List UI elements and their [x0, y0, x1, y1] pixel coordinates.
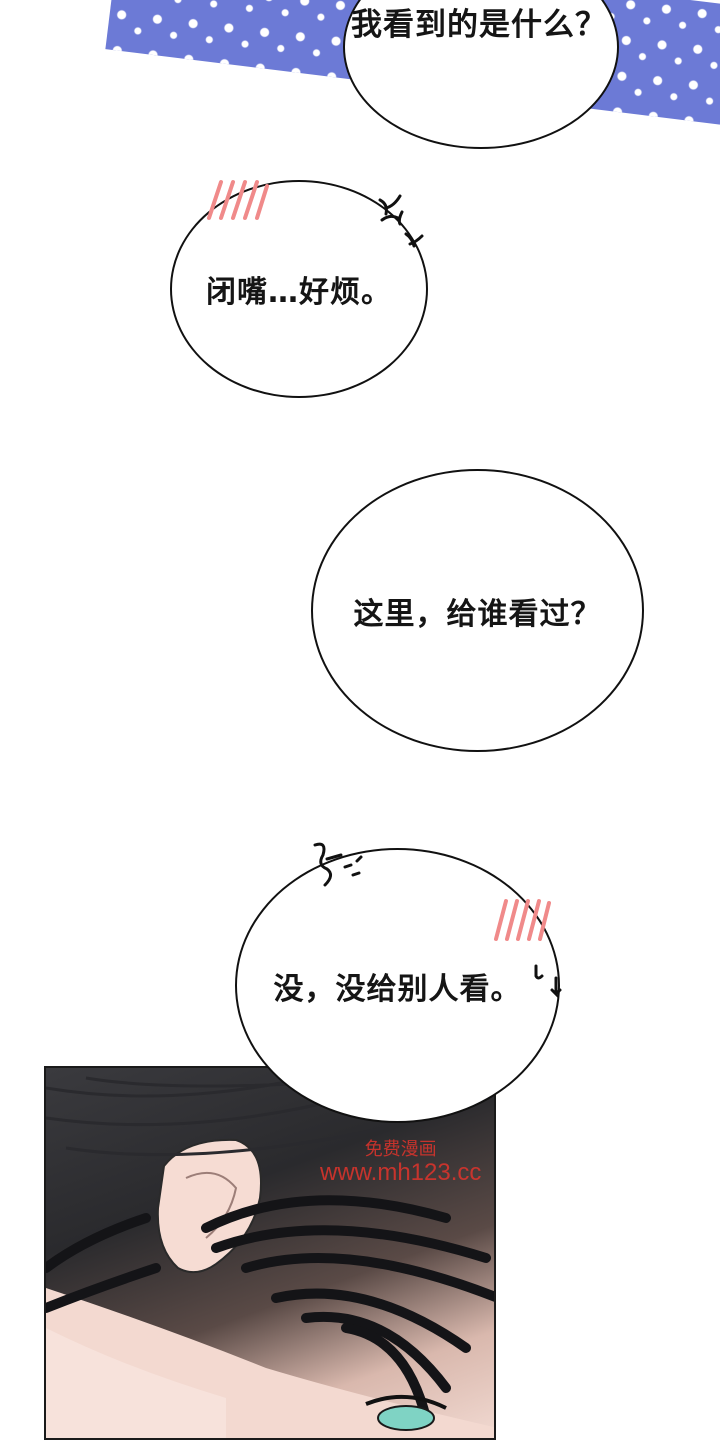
speech-bubble-3: 这里，给谁看过？	[311, 469, 644, 752]
bubble-3-text: 这里，给谁看过？	[353, 596, 602, 632]
bubble-2-text: 闭嘴…好烦。	[206, 275, 392, 310]
annoyance-hatch-marks	[207, 180, 269, 220]
speech-bubble-2: 闭嘴…好烦。	[170, 180, 428, 398]
embarrassed-hatch-marks	[494, 899, 551, 941]
watermark-line-1: 免费漫画	[364, 1139, 437, 1159]
surprise-squiggle-icon	[313, 842, 363, 887]
bubble-1-text: 我看到的是什么？	[351, 7, 607, 43]
speech-bubble-4: 没，没给别人看。	[235, 848, 560, 1123]
sweat-drip-icon	[534, 964, 562, 998]
anger-vein-icon	[378, 194, 424, 248]
bubble-4-text: 没，没给别人看。	[273, 971, 522, 1007]
speech-bubble-1: 我看到的是什么？	[343, 0, 619, 149]
watermark: 免费漫画 www.mh123.cc	[320, 1139, 482, 1186]
manga-panel	[44, 1066, 496, 1440]
panel-artwork	[46, 1068, 494, 1438]
watermark-line-2: www.mh123.cc	[320, 1158, 482, 1186]
